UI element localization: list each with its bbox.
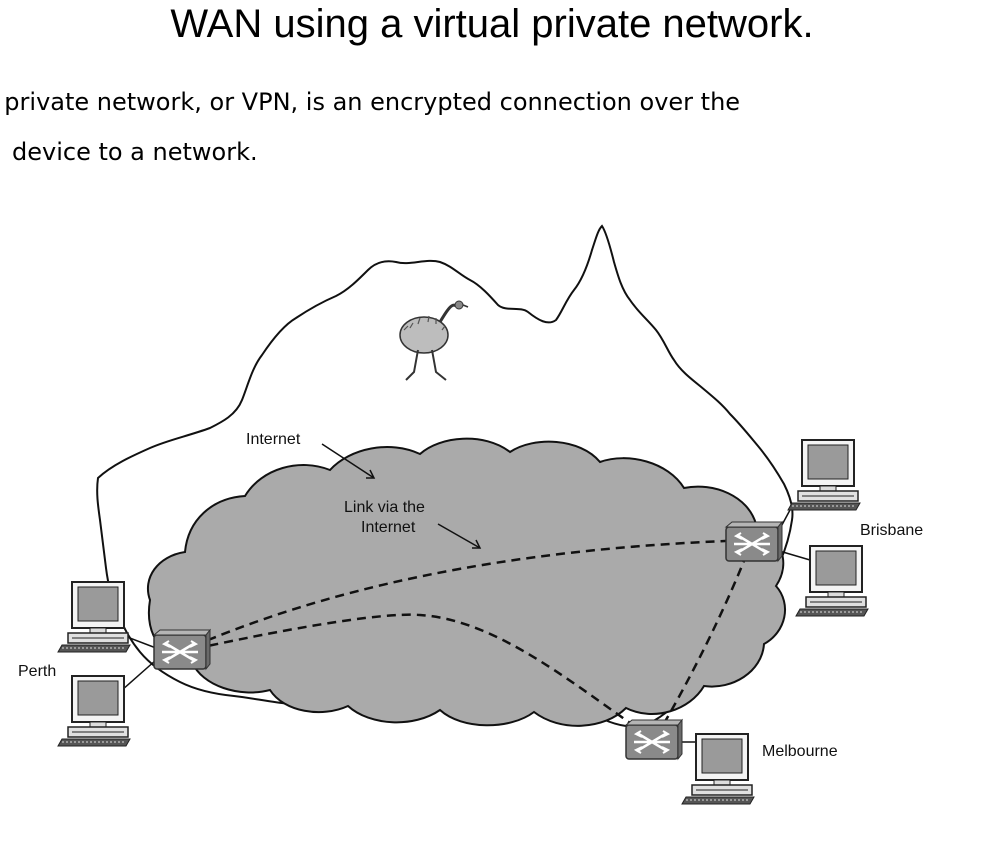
slide-title: WAN using a virtual private network. xyxy=(170,2,814,46)
computer-brisbane-2 xyxy=(795,545,869,617)
internet-label: Internet xyxy=(246,431,301,448)
brisbane-label: Brisbane xyxy=(860,522,923,539)
emu-icon xyxy=(399,300,469,381)
router-brisbane xyxy=(724,520,784,563)
computer-brisbane-1 xyxy=(787,439,861,511)
link-brisbane-melbourne xyxy=(658,539,754,731)
link-label-line-2: Internet xyxy=(361,519,416,536)
computer-perth-2 xyxy=(57,675,131,747)
link-pointer xyxy=(437,523,482,549)
router-perth xyxy=(152,628,212,671)
description-line-1: l private network, or VPN, is an encrypt… xyxy=(0,88,741,116)
link-perth-melbourne xyxy=(179,613,653,740)
computer-perth-1 xyxy=(57,581,131,653)
melbourne-label: Melbourne xyxy=(762,743,838,760)
vpn-links xyxy=(179,538,754,740)
router-melbourne xyxy=(624,718,684,761)
computer-melbourne-1 xyxy=(681,733,755,805)
description-line-2: device to a network. xyxy=(12,138,258,166)
link-perth-brisbane xyxy=(179,538,753,654)
perth-label: Perth xyxy=(18,663,56,680)
internet-cloud xyxy=(147,437,786,727)
internet-pointer xyxy=(321,443,376,479)
link-label-line-1: Link via the xyxy=(344,499,425,516)
